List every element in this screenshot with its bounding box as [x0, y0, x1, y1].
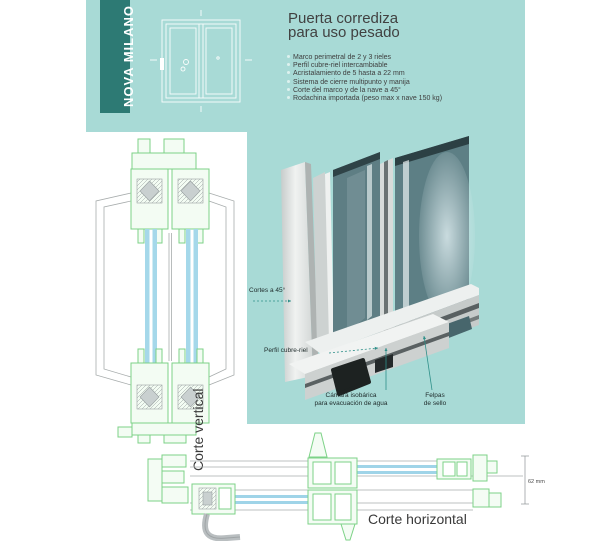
bullet-icon: [287, 87, 290, 91]
feature-item: Perfil cubre-riel intercambiable: [287, 62, 442, 70]
dimension-line: [521, 455, 529, 505]
dimension-label: 62 mm: [528, 479, 545, 485]
header-band: NOVA MILANO Puerta corre: [86, 0, 525, 132]
bullet-icon: [287, 71, 290, 75]
page-title-line1: Puerta corrediza: [288, 10, 399, 27]
door-elevation-icon: [150, 10, 252, 112]
glass-panes: [235, 465, 437, 504]
handle-section: [202, 513, 241, 541]
feature-item: Marco perimetral de 2 y 3 rieles: [287, 54, 442, 62]
callout-felpas-line1: Felpas: [425, 392, 445, 399]
bottom-track: [289, 284, 479, 400]
feature-text: Corte del marco y de la nave a 45°: [293, 86, 401, 94]
glass-panes: [145, 229, 198, 363]
feature-item: Sistema de cierre multipunto y manija: [287, 79, 442, 87]
lock-sash: [191, 483, 241, 541]
interlock: [307, 432, 358, 541]
vertical-section-drawing: [95, 138, 235, 444]
feature-text: Acristalamiento de 5 hasta a 22 mm: [293, 70, 405, 78]
callout-camara-line2: para evacuación de agua: [314, 399, 388, 407]
callout-camara: Cámara isobárica para evacuación de agua: [305, 392, 397, 407]
right-jamb: [436, 454, 502, 508]
rubber-seal: [331, 358, 371, 396]
callout-felpas-line2: de sello: [423, 399, 447, 407]
feature-text: Perfil cubre-riel intercambiable: [293, 62, 388, 70]
jamb-profile: [281, 162, 313, 382]
feature-text: Marco perimetral de 2 y 3 rieles: [293, 54, 392, 61]
hatch-block: [136, 178, 204, 204]
feature-item: Corte del marco y de la nave a 45°: [287, 87, 442, 95]
brand-name: NOVA MILANO: [121, 5, 136, 107]
callout-camara-line1: Cámara isobárica: [325, 392, 377, 399]
glass-pane-left: [333, 152, 380, 348]
callout-cortes: Cortes a 45°: [249, 287, 286, 294]
brand-bar: NOVA MILANO: [100, 0, 136, 113]
callout-perfil: Perfil cubre-riel: [264, 347, 308, 354]
bullet-icon: [287, 79, 290, 83]
feature-item: Acristalamiento de 5 hasta a 22 mm: [287, 70, 442, 78]
render-panel: Cortes a 45° Perfil cubre-riel Cámara is…: [247, 132, 525, 424]
hatch-block: [136, 384, 204, 410]
bullet-icon: [287, 63, 290, 67]
feature-text: Rodachina importada (peso max x nave 150…: [293, 95, 443, 103]
feature-item: Rodachina importada (peso max x nave 150…: [287, 95, 442, 103]
bullet-icon: [287, 55, 290, 58]
page-title-line2: para uso pesado: [288, 24, 400, 41]
left-jamb: [147, 454, 189, 504]
horizontal-section-drawing: [147, 432, 529, 541]
feature-text: Sistema de cierre multipunto y manija: [293, 78, 410, 86]
horizontal-section-label: Corte horizontal: [368, 511, 467, 527]
title-block: Puerta corrediza para uso pesado: [288, 10, 400, 41]
door-handle-mark: [160, 58, 164, 70]
callout-felpas: Felpas de sello: [415, 392, 455, 407]
bullet-icon: [287, 96, 290, 100]
profile-3d-render: [281, 136, 479, 400]
feature-list: Marco perimetral de 2 y 3 rieles Perfil …: [287, 54, 442, 103]
vertical-section-area: Corte vertical: [86, 133, 241, 471]
